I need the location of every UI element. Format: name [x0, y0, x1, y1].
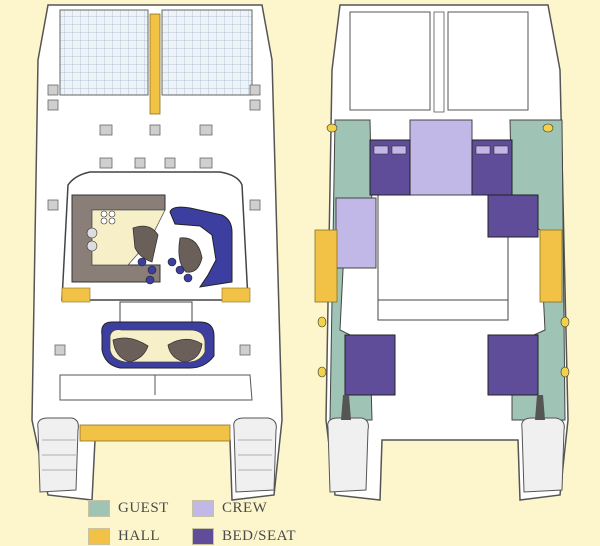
- legend-label-crew: CREW: [222, 500, 268, 516]
- saloon-floor: [377, 194, 509, 301]
- stern-steps: [327, 417, 565, 493]
- side-deck-hall-right: [221, 287, 251, 303]
- forepeak-right: [447, 11, 529, 111]
- legend-swatch-hall: [88, 528, 110, 545]
- legend-swatch-bed-seat: [192, 528, 214, 545]
- sink: [86, 227, 98, 239]
- color-legend: GUEST CREW HALL BED/SEAT: [0, 490, 600, 545]
- salon-stools: [137, 257, 193, 285]
- salon-cushion-left: [132, 225, 159, 263]
- bridgedeck-passage: [377, 299, 509, 321]
- sink-2: [86, 240, 98, 252]
- cockpit-cushion-left: [112, 337, 149, 363]
- bow-walkway: [149, 13, 161, 115]
- deck-level-plan: [31, 4, 283, 501]
- salon-cushion-right: [178, 237, 203, 273]
- trampoline-net-left: [59, 9, 149, 96]
- engine-icons: [341, 395, 545, 420]
- legend-swatch-crew: [192, 500, 214, 517]
- stove-burners: [100, 210, 116, 225]
- legend-label-bed-seat: BED/SEAT: [222, 528, 297, 544]
- hall-port: [314, 229, 338, 303]
- cockpit-door: [119, 301, 193, 323]
- deck-hatches: [47, 84, 261, 356]
- crew-area: [409, 119, 473, 199]
- legend-label-guest: GUEST: [118, 500, 169, 516]
- salon-coachroof: [61, 171, 249, 301]
- legend-item-bed-seat: BED/SEAT: [192, 526, 342, 546]
- hall-starboard: [539, 229, 563, 303]
- berths: [344, 139, 539, 396]
- legend-item-guest: GUEST: [88, 498, 238, 518]
- portlights: [317, 123, 570, 378]
- legend-label-hall: HALL: [118, 528, 160, 544]
- berth-pillows: [373, 145, 509, 155]
- legend-item-crew: CREW: [192, 498, 342, 518]
- stern-swim-step: [79, 424, 231, 442]
- legend-swatch-guest: [88, 500, 110, 517]
- accommodation-level-plan: [314, 4, 570, 501]
- cockpit-cushion-right: [167, 338, 203, 363]
- side-deck-hall-left: [61, 287, 91, 303]
- crew-area-aft: [335, 197, 377, 269]
- forepeak-left: [349, 11, 431, 111]
- transom: [59, 374, 253, 401]
- trampoline-net-right: [161, 9, 253, 96]
- salon-settee: [169, 206, 233, 288]
